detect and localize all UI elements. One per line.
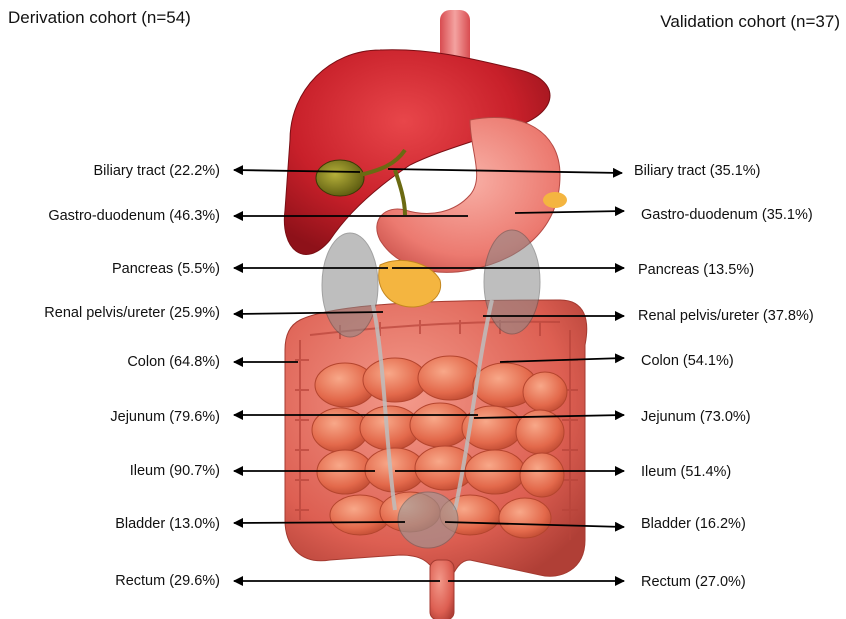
left-label-rectum: Rectum (29.6%) [115, 572, 220, 590]
kidney-right [484, 230, 540, 334]
left-label-ileum: Ileum (90.7%) [130, 462, 220, 480]
right-label-bladder: Bladder (16.2%) [641, 515, 746, 533]
left-label-pancreas: Pancreas (5.5%) [112, 260, 220, 278]
bladder [398, 492, 458, 548]
kidney-left [322, 233, 378, 337]
arrow-left-bladder [234, 522, 405, 523]
right-label-gastro-duodenum: Gastro-duodenum (35.1%) [641, 206, 813, 224]
left-label-renal-pelvis-ureter: Renal pelvis/ureter (25.9%) [44, 304, 220, 322]
right-label-ileum: Ileum (51.4%) [641, 463, 731, 481]
right-label-renal-pelvis-ureter: Renal pelvis/ureter (37.8%) [638, 307, 814, 325]
gallbladder [316, 160, 364, 196]
rectum [430, 560, 454, 619]
right-label-rectum: Rectum (27.0%) [641, 573, 746, 591]
right-label-pancreas: Pancreas (13.5%) [638, 261, 754, 279]
right-label-colon: Colon (54.1%) [641, 352, 734, 370]
right-label-biliary-tract: Biliary tract (35.1%) [634, 162, 761, 180]
right-label-jejunum: Jejunum (73.0%) [641, 408, 751, 426]
left-label-bladder: Bladder (13.0%) [115, 515, 220, 533]
left-label-biliary-tract: Biliary tract (22.2%) [93, 162, 220, 180]
derivation-cohort-title: Derivation cohort (n=54) [8, 8, 191, 28]
spleen-fat [543, 192, 567, 208]
left-label-colon: Colon (64.8%) [127, 353, 220, 371]
left-label-gastro-duodenum: Gastro-duodenum (46.3%) [48, 207, 220, 225]
validation-cohort-title: Validation cohort (n=37) [660, 12, 840, 32]
left-label-jejunum: Jejunum (79.6%) [110, 408, 220, 426]
